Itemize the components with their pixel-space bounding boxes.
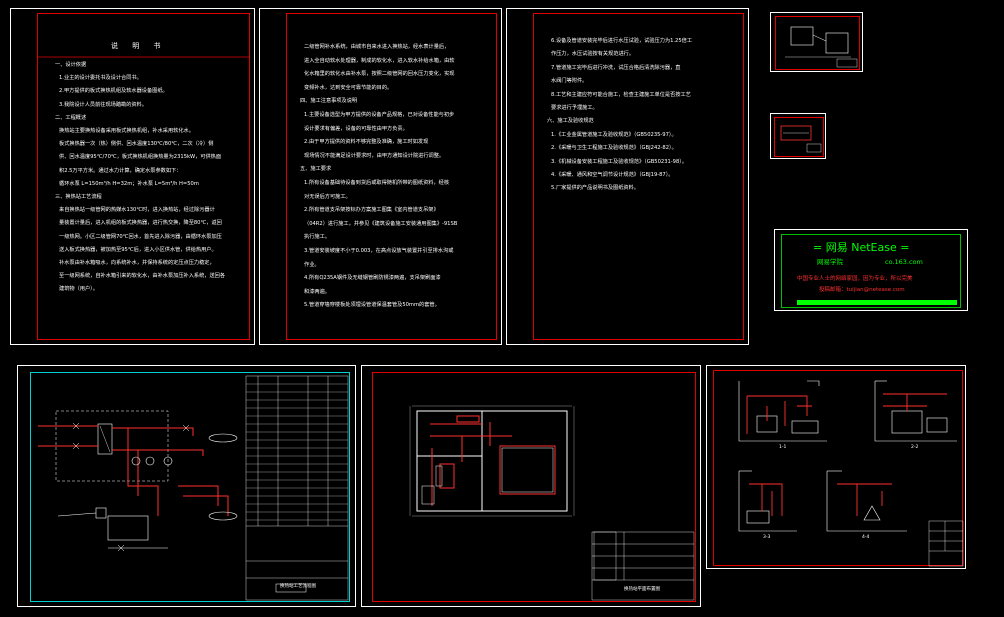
notes-line: 补水泵由补水箱吸水，向系统补水，并保持系统的定压点压力稳定， xyxy=(59,260,215,266)
notes-line: 1.所有设备基础待设备到货后或取得随机所带的图纸资料，经核 xyxy=(304,180,450,186)
sheet-notes-1: 说 明 书 一、设计依据 1.业主的设计委托书及设计合同书。 2.甲方提供的板式换热… xyxy=(10,8,255,345)
notes-line: 至一级网系统，自补水箱引来的软化水，由补水泵加压补入系统，送回各 xyxy=(59,273,226,280)
notes-line: 7.管道施工完毕后进行冲洗，试压合格后清洗除污器，直 xyxy=(551,64,681,71)
notes-line: 进入全自动软水处理器，制成的软化水，进入软水补给水箱，由软 xyxy=(304,57,455,64)
notes-line: 1.主要设备选型为甲方提供的设备产品规格，已对设备性能与初步 xyxy=(304,112,455,118)
sheet-frame xyxy=(713,370,963,566)
notes-line: 来自换热站一级管网的热媒水130℃时，进入换热站，经过除污器计 xyxy=(59,207,215,214)
notes-line: 3.《机械设备安装工程施工及验收规范》（GB50231-98）。 xyxy=(551,158,688,165)
notes-line: 2.所有管道支吊架按标办方案施工图集《室内管道支吊架》 xyxy=(304,207,439,214)
floor-plan-drawing xyxy=(409,405,695,601)
sheet-notes-3: 6.设备及管道安装完毕后进行水压试验，试验压力为1.25倍工作压力，水压试验按有… xyxy=(506,8,749,345)
thumbnail-equipment-2 xyxy=(770,113,826,159)
notes-line: 四、施工注意事项及说明 xyxy=(300,98,358,105)
netease-watermark: = 网易 NetEase = 网易学院 co.163.com 中国专业人士的网络… xyxy=(774,229,968,311)
notes-line: 和漆两遍。 xyxy=(304,288,330,295)
notes-line: 换热站主要换热设备采用板式换热机组，补水采用软化水。 xyxy=(59,128,194,134)
notes-line: 2.由于甲方提供的资料不够完整及准确，施工时如发现 xyxy=(304,139,429,146)
sheet-frame xyxy=(30,372,350,602)
notes-line: 板式换热器一次（热）侧供、回水温度130℃/80℃，二次（冷）侧 xyxy=(59,141,214,148)
netease-green-bar xyxy=(797,300,957,305)
notes-line: 供、回水温度95℃/70℃，板式换热机组换热量为2315kW，可供热面 xyxy=(59,154,222,161)
notes-line: 一级热网。小区二级管网70℃回水，首先进入除污器，由循环水泵加压 xyxy=(59,233,222,240)
notes-line: 8.工艺和主建应符可能合施工，检查主建施工单位是否按工艺 xyxy=(551,91,691,98)
netease-sub-left: 网易学院 xyxy=(817,258,843,266)
sheet-frame xyxy=(533,13,744,340)
section-label-1: 1-1 xyxy=(779,445,787,450)
notes-line: 循环水泵 L=150m³/h H=32m；补水泵 L=5m³/h H=50m xyxy=(59,180,199,187)
notes-line: 六、施工及验收规范 xyxy=(547,118,594,125)
notes-line: 送入板式换热器，被加热至95℃后，进入小区供水管，供给热用户。 xyxy=(59,246,217,253)
notes-line: 量装置计量后，进入机组的板式换热器，进行热交换，降至80℃，返回 xyxy=(59,220,222,227)
notes-title: 说 明 书 xyxy=(111,42,167,50)
netease-contact: 投稿邮箱：tuijian@netease.com xyxy=(819,287,905,293)
thumbnail-equipment-1 xyxy=(770,12,863,72)
notes-line: 设计要求有偏差，设备的可靠性由甲方负责。 xyxy=(304,125,408,132)
notes-line: 积2.5万平方米。通过水力计算，确定水泵参数如下： xyxy=(59,167,182,174)
notes-line: 2.《采暖与卫生工程施工及验收规范》（GBJ242-82）。 xyxy=(551,145,677,152)
title-underline xyxy=(38,56,249,58)
equipment-sketch xyxy=(785,26,858,68)
notes-line: 二、工程概述 xyxy=(55,114,87,121)
notes-line: 建筑物（用户）。 xyxy=(59,286,98,293)
equipment-sketch xyxy=(780,125,822,153)
plan-footer-label: 换热站平面布置图 xyxy=(624,587,660,592)
section-label-3: 3-3 xyxy=(763,535,771,540)
netease-slogan: 中国专业人士的网络家园，因为专业，所以完美 xyxy=(797,276,913,282)
sections-drawing xyxy=(738,380,964,567)
notes-line: 4.所有Q235A钢件及无缝钢管刷防锈漆两遍，支吊架刷面漆 xyxy=(304,275,441,282)
section-label-4: 4-4 xyxy=(862,535,870,540)
notes-line: 6.设备及管道安装完毕后进行水压试验，试验压力为1.25倍工 xyxy=(551,38,693,44)
notes-line: 1.业主的设计委托书及设计合同书。 xyxy=(59,75,142,82)
sheet-frame xyxy=(775,16,860,70)
notes-line: 4.《采暖、通风和空气调节设计规范》（GBJ19-87）。 xyxy=(551,172,674,178)
notes-line: 1.《工业金属管道施工及验收规范》（GB50235-97）。 xyxy=(551,131,677,138)
notes-line: 执行施工。 xyxy=(304,234,330,241)
sheet-frame xyxy=(286,13,497,340)
notes-line: 作业。 xyxy=(304,261,320,268)
netease-title: = 网易 NetEase = xyxy=(813,241,910,254)
sheet-sections: 1-1 2-2 3-3 4-4 xyxy=(706,365,966,569)
notes-line: 变频补水，达到安全可靠节能的目的。 xyxy=(304,84,393,91)
notes-line: 5.厂家提供的产品说明书及图纸资料。 xyxy=(551,185,639,192)
notes-line: 现场情况不能满足设计要求时，由甲方通知设计院进行调整。 xyxy=(304,152,445,159)
sheet-floor-plan: 换热站平面布置图 xyxy=(361,365,701,607)
process-schematic-drawing xyxy=(38,375,349,601)
notes-line: 3.管道安装坡度不小于0.003，在高点设放气装置并引至排水沟或 xyxy=(304,248,454,254)
sheet-frame xyxy=(372,372,696,602)
notes-line: 五、施工要求 xyxy=(300,166,332,173)
notes-line: 作压力，水压试验按有关规范进行。 xyxy=(551,51,635,58)
notes-line: （04R2）进行施工，并参见《建筑设备施工安装通用图集》-91SB xyxy=(304,220,458,227)
notes-line: 2.甲方提供的板式换热机组及软水器设备图纸。 xyxy=(59,88,168,95)
schematic-footer-label: 换热站工艺流程图 xyxy=(280,584,316,589)
sheet-notes-2: 二级管网补水系统，由城市自来水进入换热站，经水表计量后， 进入全自动软水处理器，制… xyxy=(259,8,502,345)
notes-line: 要求进行予埋施工。 xyxy=(551,105,598,111)
notes-line: 三、换热站工艺流程 xyxy=(55,194,102,200)
sheet-frame xyxy=(37,13,250,340)
netease-sub-right: co.163.com xyxy=(885,258,923,266)
notes-line: 对无误后方可施工。 xyxy=(304,193,351,200)
notes-line: 二级管网补水系统，由城市自来水进入换热站，经水表计量后， xyxy=(304,44,450,50)
notes-line: 3.我院设计人员前往现场踏勘的资料。 xyxy=(59,101,147,108)
notes-line: 5.管道穿墙穿楼板处须埋设管道保温套管及50mm的套管。 xyxy=(304,302,440,309)
netease-inner-frame xyxy=(781,234,961,308)
notes-line: 水阀门等附件。 xyxy=(551,78,588,85)
notes-line: 一、设计依据 xyxy=(55,62,87,68)
notes-line: 化水箱里的软化水由补水泵，按照二级管网的回水压力变化，实现 xyxy=(304,71,455,78)
sheet-frame xyxy=(774,117,824,157)
section-label-2: 2-2 xyxy=(911,445,919,450)
sheet-process-schematic: 换热站工艺流程图 xyxy=(17,365,356,607)
